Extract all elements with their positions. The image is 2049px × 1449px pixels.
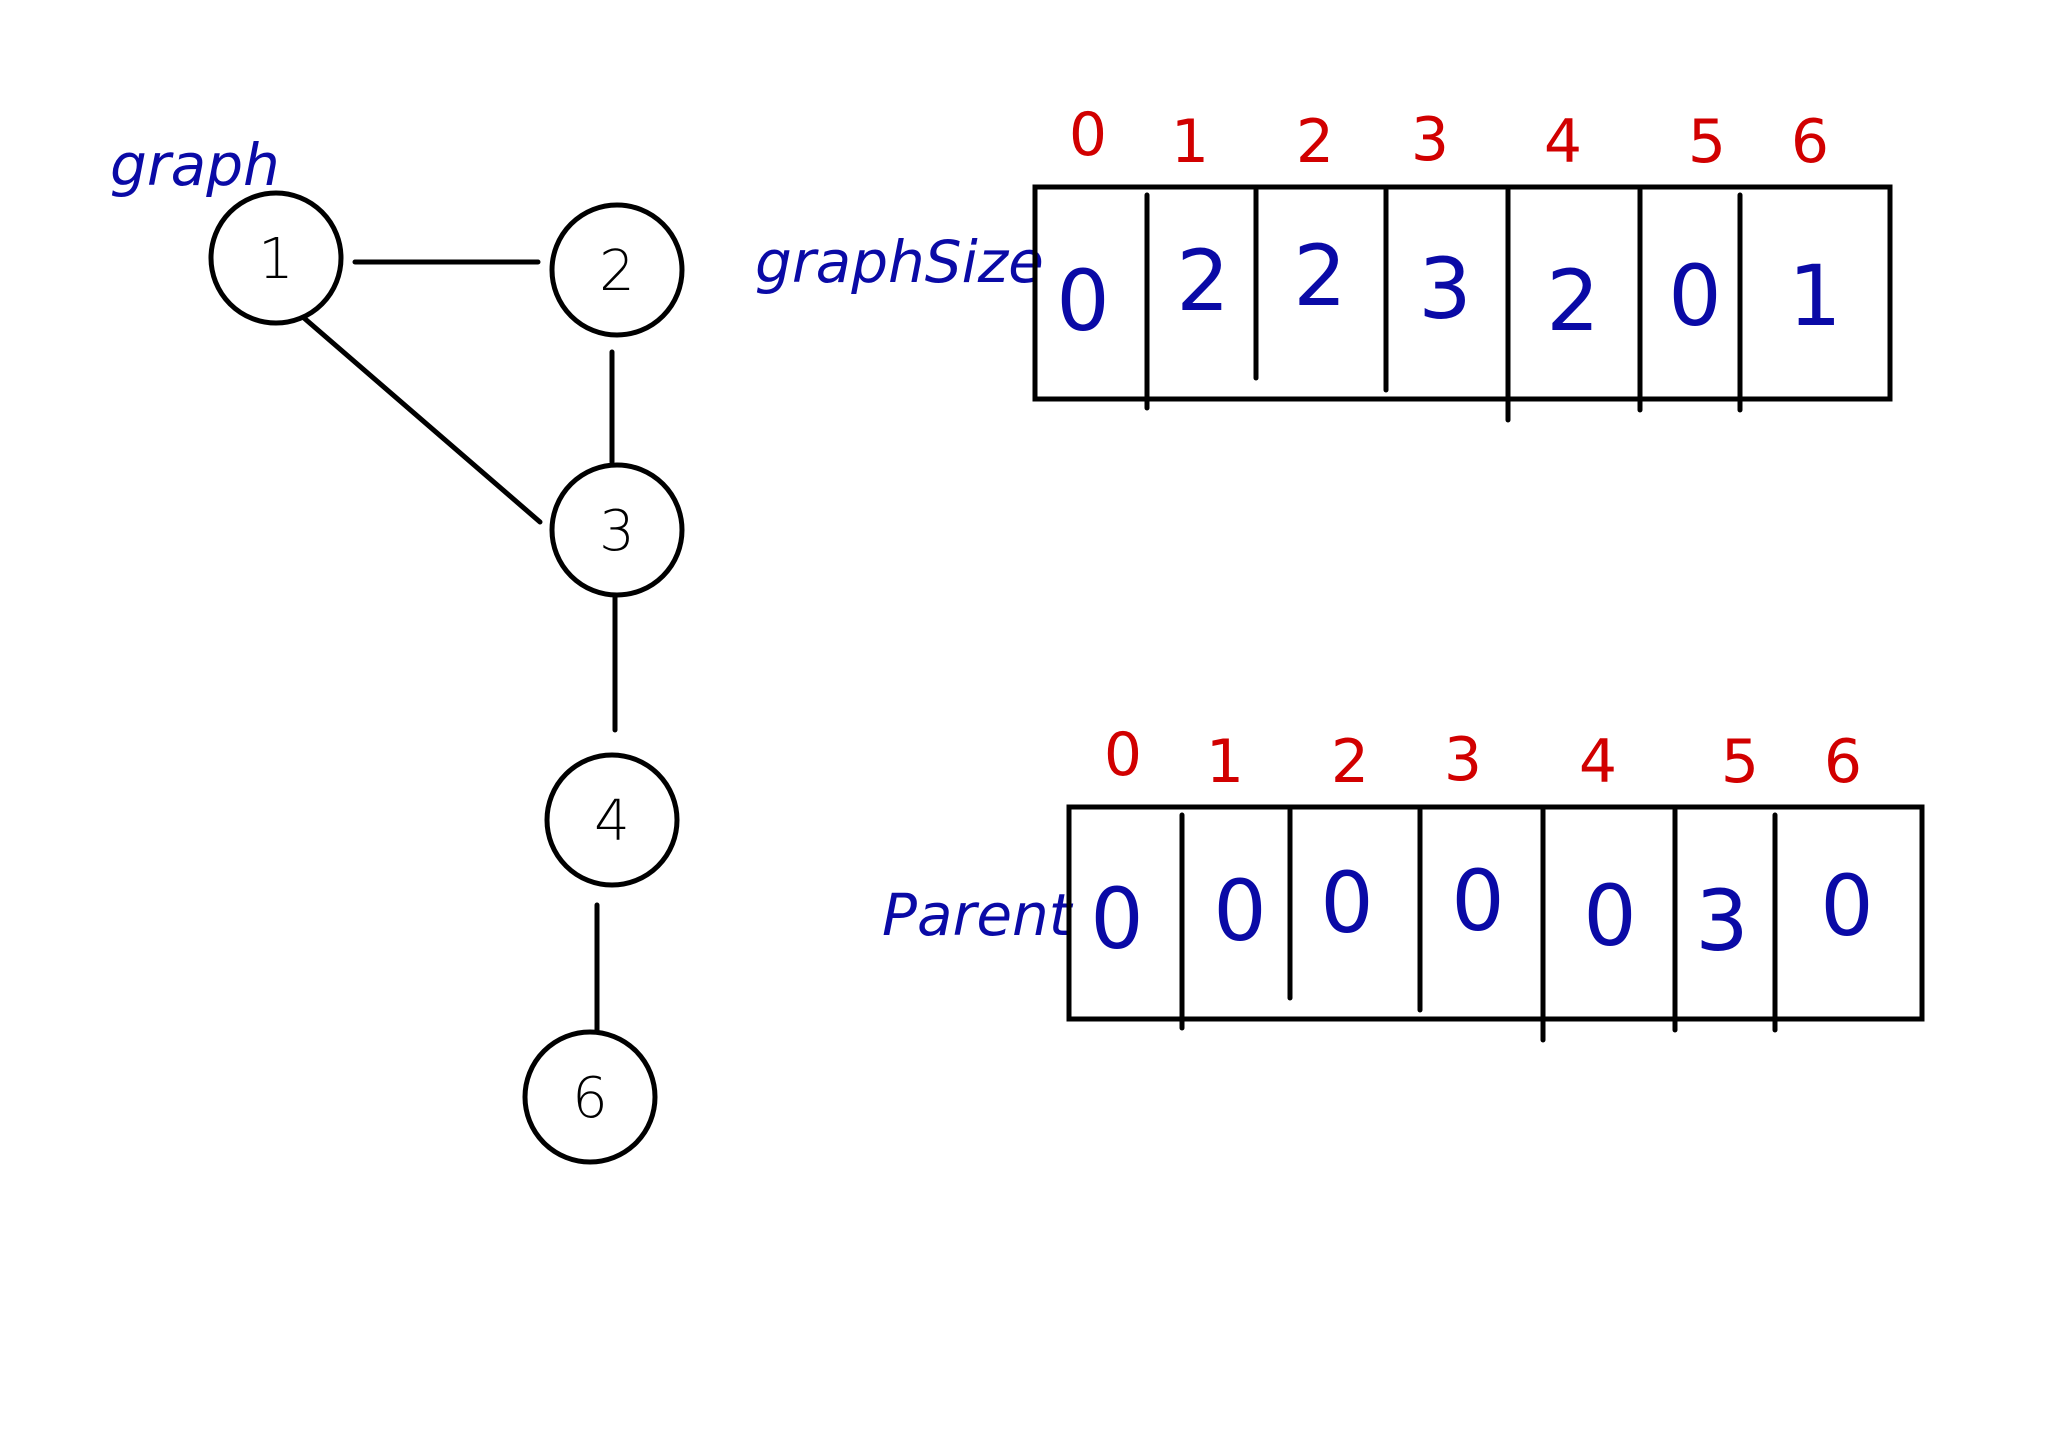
index-label: 5: [1721, 727, 1759, 797]
parent-values: 0 0 0 0 0 3 0: [1090, 852, 1873, 970]
node-label: 6: [572, 1066, 608, 1131]
cell-value: 3: [1418, 240, 1471, 338]
cell-value: 0: [1320, 854, 1373, 952]
node-label: 1: [258, 227, 294, 292]
node-label: 3: [599, 499, 635, 564]
cell-value: 0: [1213, 862, 1266, 960]
graphsize-values: 0 2 2 3 2 0 1: [1056, 227, 1841, 350]
cell-value: 0: [1056, 252, 1109, 350]
cell-value: 3: [1695, 872, 1748, 970]
cell-value: 0: [1668, 247, 1721, 345]
cell-value: 2: [1176, 232, 1229, 330]
index-label: 4: [1544, 107, 1582, 177]
node-label: 2: [599, 239, 635, 304]
graph-title: graph: [110, 131, 280, 199]
index-label: 1: [1206, 727, 1244, 797]
graph-node: 2: [549, 202, 685, 338]
node-label: 4: [594, 789, 630, 854]
graph-node: 1: [208, 190, 344, 326]
cell-value: 0: [1090, 870, 1143, 968]
graphsize-array: graphSize 0 1 2 3 4 5 6 0 2 2 3 2 0 1: [755, 100, 1893, 423]
edge-1-3: [301, 315, 543, 525]
graphsize-indices: 0 1 2 3 4 5 6: [1069, 100, 1829, 177]
index-label: 3: [1411, 105, 1449, 175]
index-label: 6: [1824, 727, 1862, 797]
graphsize-label: graphSize: [755, 228, 1044, 296]
index-label: 0: [1104, 720, 1142, 790]
graph-diagram: graph 1 2 3 4 6: [110, 131, 685, 1165]
index-label: 6: [1791, 107, 1829, 177]
cell-value: 2: [1293, 227, 1346, 325]
parent-label: Parent: [882, 881, 1074, 949]
index-label: 3: [1444, 725, 1482, 795]
cell-value: 2: [1546, 252, 1599, 350]
index-label: 4: [1579, 727, 1617, 797]
index-label: 1: [1171, 107, 1209, 177]
cell-value: 0: [1583, 867, 1636, 965]
parent-box: [1066, 804, 1925, 1022]
cell-value: 1: [1788, 247, 1841, 345]
cell-value: 0: [1451, 852, 1504, 950]
parent-indices: 0 1 2 3 4 5 6: [1104, 720, 1862, 797]
graph-node: 3: [549, 462, 685, 598]
index-label: 2: [1331, 727, 1369, 797]
index-label: 5: [1688, 107, 1726, 177]
graph-node: 6: [522, 1029, 658, 1165]
index-label: 2: [1296, 107, 1334, 177]
cell-value: 0: [1820, 857, 1873, 955]
index-label: 0: [1069, 100, 1107, 170]
graphsize-box: [1032, 184, 1893, 402]
parent-array: Parent 0 1 2 3 4 5 6 0 0 0 0 0 3 0: [882, 720, 1925, 1043]
graph-node: 4: [544, 752, 680, 888]
